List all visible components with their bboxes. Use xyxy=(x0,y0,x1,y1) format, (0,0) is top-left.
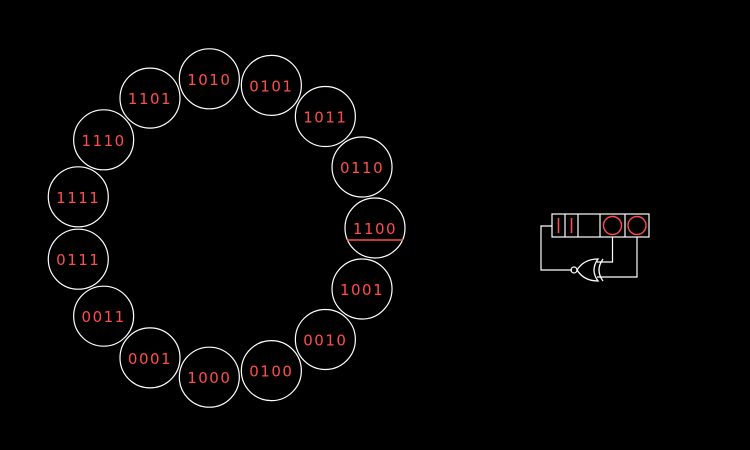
state-label: 0001 xyxy=(128,350,172,368)
state-node: 1100 xyxy=(344,197,406,259)
state-label: 1110 xyxy=(82,132,126,150)
state-node: 1101 xyxy=(119,67,181,129)
state-node: 1110 xyxy=(73,109,135,171)
state-circle xyxy=(331,136,393,198)
register-bit-zero xyxy=(627,215,647,236)
state-label: 0011 xyxy=(82,308,126,326)
state-circle xyxy=(240,54,302,116)
state-label: 0100 xyxy=(249,363,293,381)
state-node: 1011 xyxy=(294,85,356,148)
state-circle xyxy=(294,308,356,371)
state-node: 0110 xyxy=(331,136,393,198)
register-bit-zero xyxy=(602,215,623,236)
lfsr-circuit xyxy=(540,213,650,282)
state-label: 1100 xyxy=(353,220,397,238)
state-circle xyxy=(119,327,181,389)
state-node: 0101 xyxy=(240,54,302,116)
state-circle xyxy=(178,346,240,408)
state-circle xyxy=(73,109,135,171)
state-label: 1001 xyxy=(340,281,384,299)
feedback-wire xyxy=(540,225,572,271)
state-circle xyxy=(178,48,240,110)
state-label: 0010 xyxy=(303,331,347,349)
state-node: 0010 xyxy=(294,308,356,371)
state-node: 1000 xyxy=(178,346,240,408)
state-label: 1101 xyxy=(128,90,172,108)
feedback-wire xyxy=(597,237,614,263)
state-node: 1111 xyxy=(47,166,109,228)
state-circle xyxy=(47,228,109,290)
state-circle xyxy=(344,197,406,259)
state-circle xyxy=(119,67,181,129)
state-node: 1001 xyxy=(331,258,393,320)
state-label: 0111 xyxy=(56,251,100,269)
feedback-wire xyxy=(597,237,638,278)
state-label: 0101 xyxy=(249,77,293,95)
state-node: 0111 xyxy=(47,228,109,290)
state-label: 1010 xyxy=(187,71,231,89)
state-label: 1111 xyxy=(56,189,100,207)
state-label: 1011 xyxy=(303,109,347,127)
state-node: 0100 xyxy=(240,340,302,402)
state-node: 0001 xyxy=(119,327,181,389)
state-label: 0110 xyxy=(340,159,384,177)
state-node: 0011 xyxy=(73,285,135,347)
state-circle xyxy=(294,85,356,148)
state-circle xyxy=(331,258,393,320)
state-circle xyxy=(73,285,135,347)
state-ring: 1010 0101 1011 0110 1100 1001 0010 0100 1000 0001… xyxy=(47,48,406,408)
xnor-gate-icon xyxy=(570,258,604,282)
state-circle xyxy=(47,166,109,228)
state-node: 1010 xyxy=(178,48,240,110)
state-circle xyxy=(240,340,302,402)
state-label: 1000 xyxy=(187,369,231,387)
